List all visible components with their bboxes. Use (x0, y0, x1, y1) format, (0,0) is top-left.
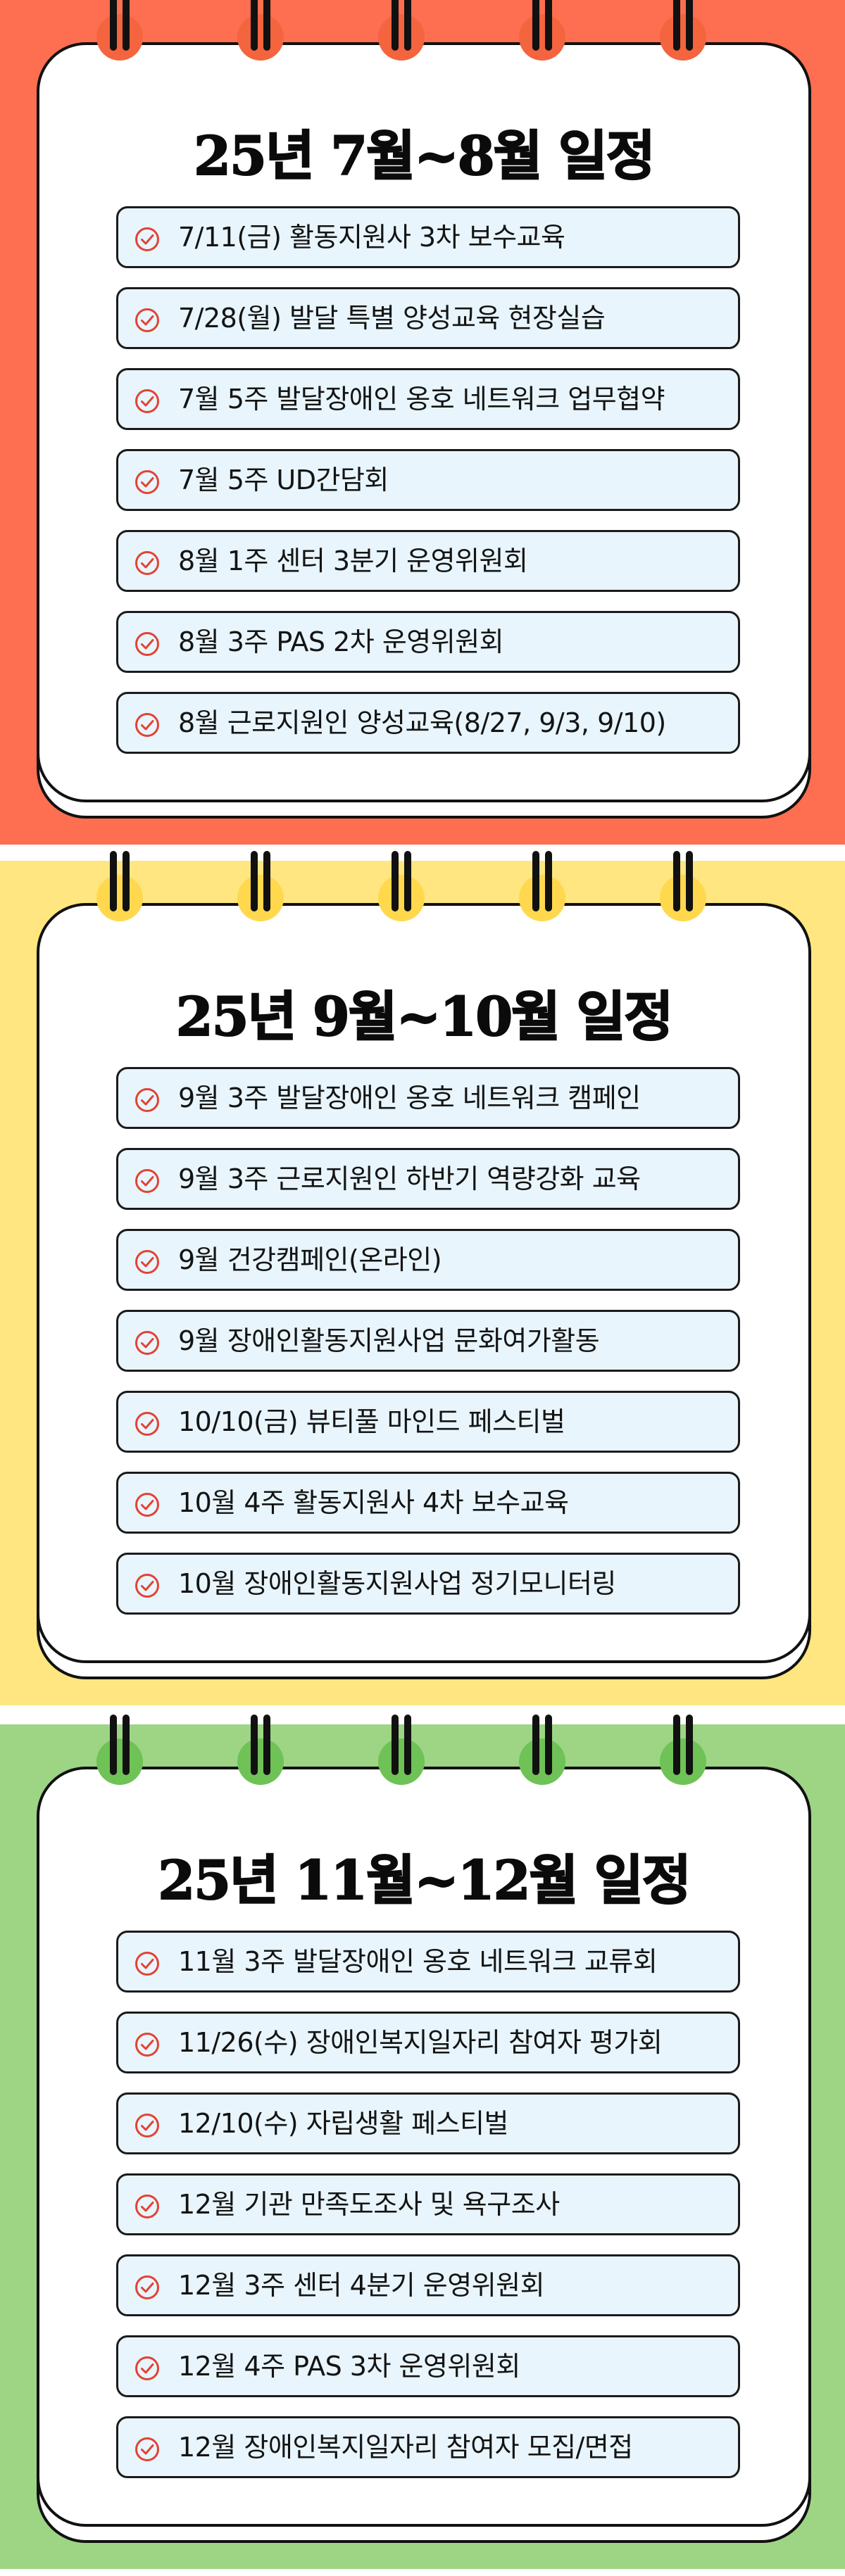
binder-ring-icon (519, 1715, 565, 1785)
check-circle-icon (134, 1573, 160, 1598)
schedule-item-label: 7월 5주 발달장애인 옹호 네트워크 업무협약 (178, 384, 665, 415)
check-circle-icon (134, 227, 160, 252)
schedule-item-label: 10월 4주 활동지원사 4차 보수교육 (178, 1487, 569, 1518)
binder-ring-icon (237, 1715, 284, 1785)
schedule-item: 7/28(월) 발달 특별 양성교육 현장실습 (116, 287, 740, 349)
schedule-item-label: 11월 3주 발달장애인 옹호 네트워크 교류회 (178, 1946, 658, 1977)
check-circle-icon (134, 469, 160, 495)
check-circle-icon (134, 550, 160, 576)
schedule-item-label: 9월 3주 근로지원인 하반기 역량강화 교육 (178, 1163, 641, 1194)
schedule-item: 11/26(수) 장애인복지일자리 참여자 평가회 (116, 2012, 740, 2073)
schedule-section: 25년 7월~8월 일정 7/11(금) 활동지원사 3차 보수교육 7/28(월)… (0, 0, 845, 845)
binder-ring-icon (519, 851, 565, 921)
schedule-item-label: 11/26(수) 장애인복지일자리 참여자 평가회 (178, 2027, 663, 2058)
binder-ring-icon (378, 851, 425, 921)
check-circle-icon (134, 389, 160, 414)
schedule-item-label: 7월 5주 UD간담회 (178, 465, 389, 495)
schedule-item: 7월 5주 발달장애인 옹호 네트워크 업무협약 (116, 368, 740, 430)
binder-ring-icon (378, 0, 425, 61)
binder-ring-icon (96, 851, 143, 921)
check-circle-icon (134, 1492, 160, 1517)
binder-ring-icon (660, 0, 706, 61)
check-circle-icon (134, 1330, 160, 1356)
check-circle-icon (134, 2113, 160, 2138)
schedule-item: 7월 5주 UD간담회 (116, 449, 740, 511)
check-circle-icon (134, 1411, 160, 1437)
schedule-list: 9월 3주 발달장애인 옹호 네트워크 캠페인 9월 3주 근로지원인 하반기 역… (116, 1067, 740, 1634)
schedule-item: 11월 3주 발달장애인 옹호 네트워크 교류회 (116, 1931, 740, 1993)
schedule-item-label: 8월 1주 센터 3분기 운영위원회 (178, 545, 528, 576)
schedule-item-label: 9월 건강캠페인(온라인) (178, 1244, 442, 1275)
schedule-item: 12월 3주 센터 4분기 운영위원회 (116, 2254, 740, 2316)
schedule-item: 12월 4주 PAS 3차 운영위원회 (116, 2335, 740, 2397)
binder-ring-icon (96, 1715, 143, 1785)
schedule-item: 9월 3주 근로지원인 하반기 역량강화 교육 (116, 1148, 740, 1210)
schedule-item: 10월 4주 활동지원사 4차 보수교육 (116, 1472, 740, 1534)
check-circle-icon (134, 2356, 160, 2381)
schedule-item: 12월 장애인복지일자리 참여자 모집/면접 (116, 2416, 740, 2478)
schedule-item: 8월 3주 PAS 2차 운영위원회 (116, 611, 740, 673)
check-circle-icon (134, 308, 160, 333)
schedule-item: 10월 장애인활동지원사업 정기모니터링 (116, 1553, 740, 1615)
binder-ring-icon (237, 0, 284, 61)
check-circle-icon (134, 2032, 160, 2057)
schedule-list: 7/11(금) 활동지원사 3차 보수교육 7/28(월) 발달 특별 양성교육 … (116, 206, 740, 773)
schedule-item-label: 12월 3주 센터 4분기 운영위원회 (178, 2270, 545, 2301)
section-title: 25년 11월~12월 일정 (157, 1848, 691, 1912)
schedule-item-label: 9월 3주 발달장애인 옹호 네트워크 캠페인 (178, 1082, 641, 1113)
schedule-item: 12/10(수) 자립생활 페스티벌 (116, 2092, 740, 2154)
section-title: 25년 7월~8월 일정 (193, 124, 656, 188)
check-circle-icon (134, 1249, 160, 1275)
check-circle-icon (134, 2275, 160, 2300)
check-circle-icon (134, 1087, 160, 1113)
schedule-item-label: 9월 장애인활동지원사업 문화여가활동 (178, 1325, 600, 1356)
schedule-item-label: 7/11(금) 활동지원사 3차 보수교육 (178, 222, 565, 253)
binder-ring-icon (96, 0, 143, 61)
schedule-item: 9월 건강캠페인(온라인) (116, 1229, 740, 1291)
check-circle-icon (134, 712, 160, 738)
binder-ring-icon (660, 1715, 706, 1785)
schedule-item: 10/10(금) 뷰티풀 마인드 페스티벌 (116, 1391, 740, 1453)
schedule-item-label: 10월 장애인활동지원사업 정기모니터링 (178, 1568, 616, 1599)
check-circle-icon (134, 631, 160, 657)
schedule-item: 12월 기관 만족도조사 및 욕구조사 (116, 2173, 740, 2235)
binder-ring-icon (237, 851, 284, 921)
schedule-item: 8월 근로지원인 양성교육(8/27, 9/3, 9/10) (116, 692, 740, 754)
schedule-item-label: 10/10(금) 뷰티풀 마인드 페스티벌 (178, 1406, 565, 1437)
binder-ring-icon (660, 851, 706, 921)
schedule-list: 11월 3주 발달장애인 옹호 네트워크 교류회 11/26(수) 장애인복지일자… (116, 1931, 740, 2497)
schedule-item-label: 12/10(수) 자립생활 페스티벌 (178, 2108, 508, 2139)
schedule-item-label: 8월 근로지원인 양성교육(8/27, 9/3, 9/10) (178, 707, 666, 738)
schedule-item-label: 12월 장애인복지일자리 참여자 모집/면접 (178, 2432, 633, 2463)
schedule-item: 8월 1주 센터 3분기 운영위원회 (116, 530, 740, 592)
schedule-item: 9월 장애인활동지원사업 문화여가활동 (116, 1310, 740, 1372)
check-circle-icon (134, 1951, 160, 1976)
schedule-item: 7/11(금) 활동지원사 3차 보수교육 (116, 206, 740, 268)
check-circle-icon (134, 2437, 160, 2462)
schedule-item: 9월 3주 발달장애인 옹호 네트워크 캠페인 (116, 1067, 740, 1129)
check-circle-icon (134, 1168, 160, 1194)
check-circle-icon (134, 2194, 160, 2219)
binder-ring-icon (519, 0, 565, 61)
section-title: 25년 9월~10월 일정 (175, 985, 675, 1049)
schedule-item-label: 7/28(월) 발달 특별 양성교육 현장실습 (178, 303, 606, 334)
schedule-item-label: 8월 3주 PAS 2차 운영위원회 (178, 626, 504, 657)
schedule-item-label: 12월 기관 만족도조사 및 욕구조사 (178, 2189, 560, 2220)
schedule-item-label: 12월 4주 PAS 3차 운영위원회 (178, 2351, 520, 2382)
binder-ring-icon (378, 1715, 425, 1785)
